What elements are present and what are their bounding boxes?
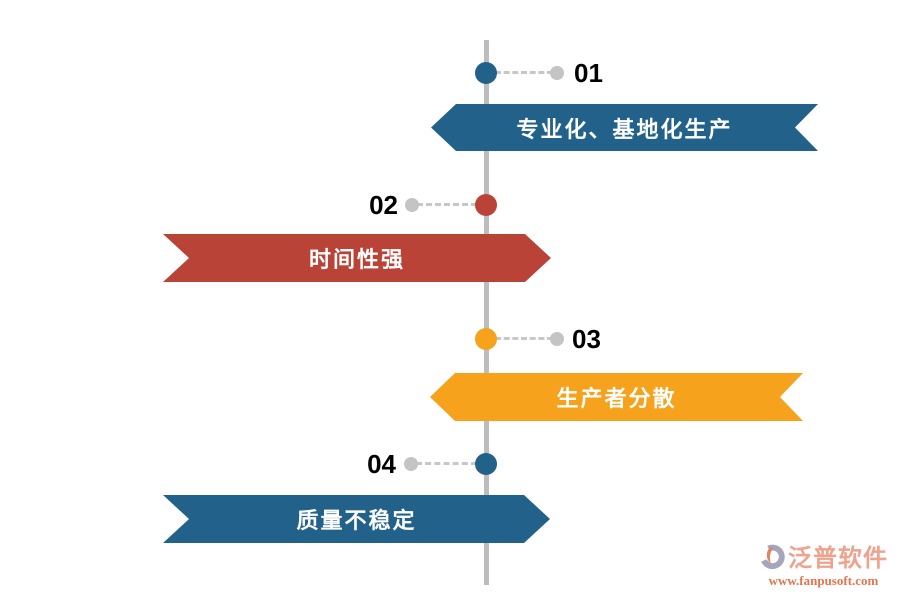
connector-line-04 xyxy=(416,462,477,465)
item-number-03: 03 xyxy=(572,324,601,354)
banner-label-04: 质量不稳定 xyxy=(296,508,417,533)
timeline-node-04 xyxy=(475,453,497,475)
connector-line-02 xyxy=(417,203,477,206)
connector-line-03 xyxy=(495,337,553,340)
watermark-brand-text: 泛普软件 xyxy=(788,545,888,572)
item-number-04: 04 xyxy=(367,449,396,479)
banner-02: 时间性强 xyxy=(163,234,551,282)
timeline-axis xyxy=(484,40,489,585)
banner-04: 质量不稳定 xyxy=(163,495,550,543)
fanpu-logo-icon xyxy=(759,542,786,570)
banner-label-03: 生产者分散 xyxy=(556,386,677,411)
banner-01: 专业化、基地化生产 xyxy=(431,104,818,151)
item-number-02: 02 xyxy=(369,190,398,220)
watermark-url-text: www.fanpusoft.com xyxy=(768,573,879,588)
end-dot-03 xyxy=(550,332,564,346)
item-number-01: 01 xyxy=(574,58,603,88)
end-dot-01 xyxy=(550,66,564,80)
timeline-node-01 xyxy=(475,62,497,84)
connector-line-01 xyxy=(495,71,553,74)
timeline-node-03 xyxy=(475,328,497,350)
banner-label-01: 专业化、基地化生产 xyxy=(516,116,733,142)
timeline-node-02 xyxy=(475,194,497,216)
banner-03: 生产者分散 xyxy=(430,373,803,421)
watermark: 泛普软件 www.fanpusoft.com xyxy=(759,538,888,589)
banner-label-02: 时间性强 xyxy=(308,247,405,272)
end-dot-04 xyxy=(404,457,418,471)
end-dot-02 xyxy=(405,198,419,212)
